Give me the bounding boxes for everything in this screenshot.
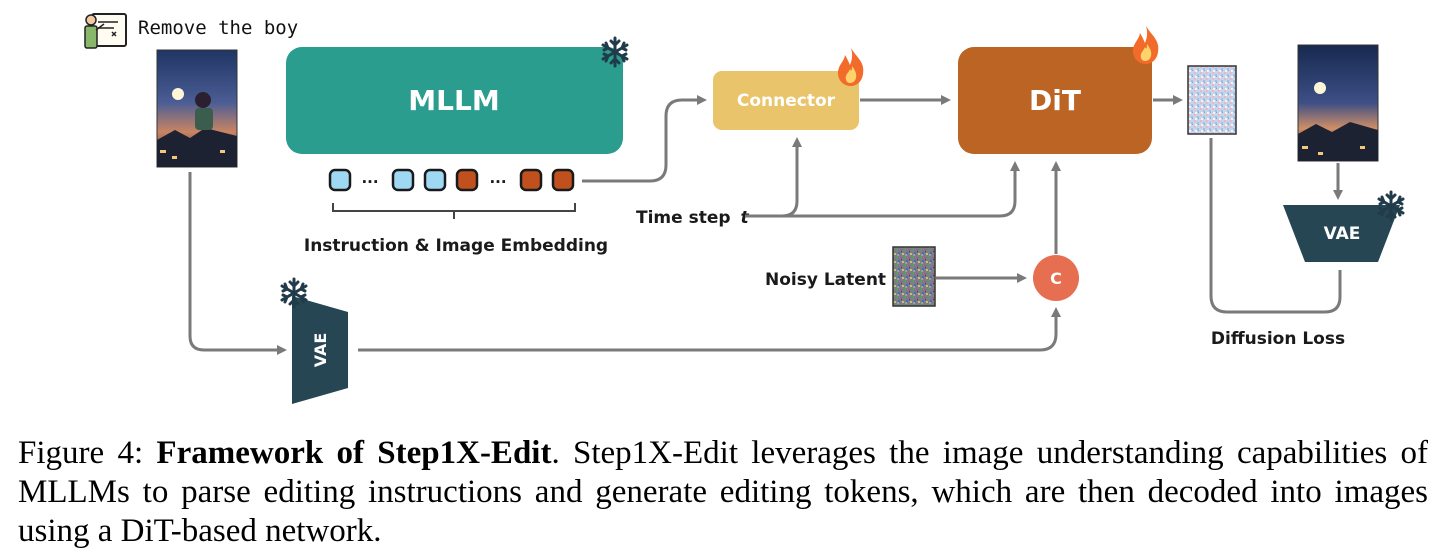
noisy-latent-image [892,246,936,307]
target-image [1297,44,1379,162]
caption-prefix: Figure 4: [18,435,157,471]
token-light [391,168,415,192]
token-dark [519,168,543,192]
connector-box [713,71,859,130]
embedding-brace [332,203,576,219]
time-step-text: Time step [636,208,731,228]
noisy-output-image [1187,65,1237,135]
snowflake-icon [280,277,308,309]
presenter-icon [84,13,127,49]
vae-target-label: VAE [1324,224,1361,244]
concat-node [1033,255,1079,301]
vae-encoder-box [292,296,348,404]
connections [188,95,1343,355]
token-light [328,168,352,192]
token-ellipsis: ··· [361,173,378,191]
time-step-label: Time step t [636,208,749,228]
diffusion-loss-label: Diffusion Loss [1211,329,1345,349]
token-dark [455,168,479,192]
noisy-latent-label: Noisy Latent [765,270,886,290]
input-image [156,49,238,168]
flame-icon [1133,26,1159,64]
caption-body: . Step1X-Edit leverages the image unders… [18,435,1429,549]
embedding-label: Instruction & Image Embedding [304,236,608,256]
dit-box [958,47,1152,154]
token-dark [551,168,575,192]
dit-label: DiT [1029,84,1081,117]
time-step-symbol: t [740,208,749,228]
connector-label: Connector [737,91,836,111]
token-light [423,168,447,192]
concat-label: C [1050,269,1062,288]
mllm-label: MLLM [408,84,499,117]
instruction-text: Remove the boy [138,17,298,39]
vae-encoder-label: VAE [311,333,330,368]
framework-diagram: Remove the boy MLLM ··· ··· Instruction … [84,13,1405,404]
mllm-box [286,47,623,154]
figure-caption: Figure 4: Framework of Step1X-Edit. Step… [18,434,1428,551]
caption-title: Framework of Step1X-Edit [156,435,552,471]
flame-icon [838,48,864,86]
vae-target-box [1283,205,1400,262]
embedding-tokens: ··· ··· [328,168,575,192]
token-ellipsis: ··· [489,173,506,191]
